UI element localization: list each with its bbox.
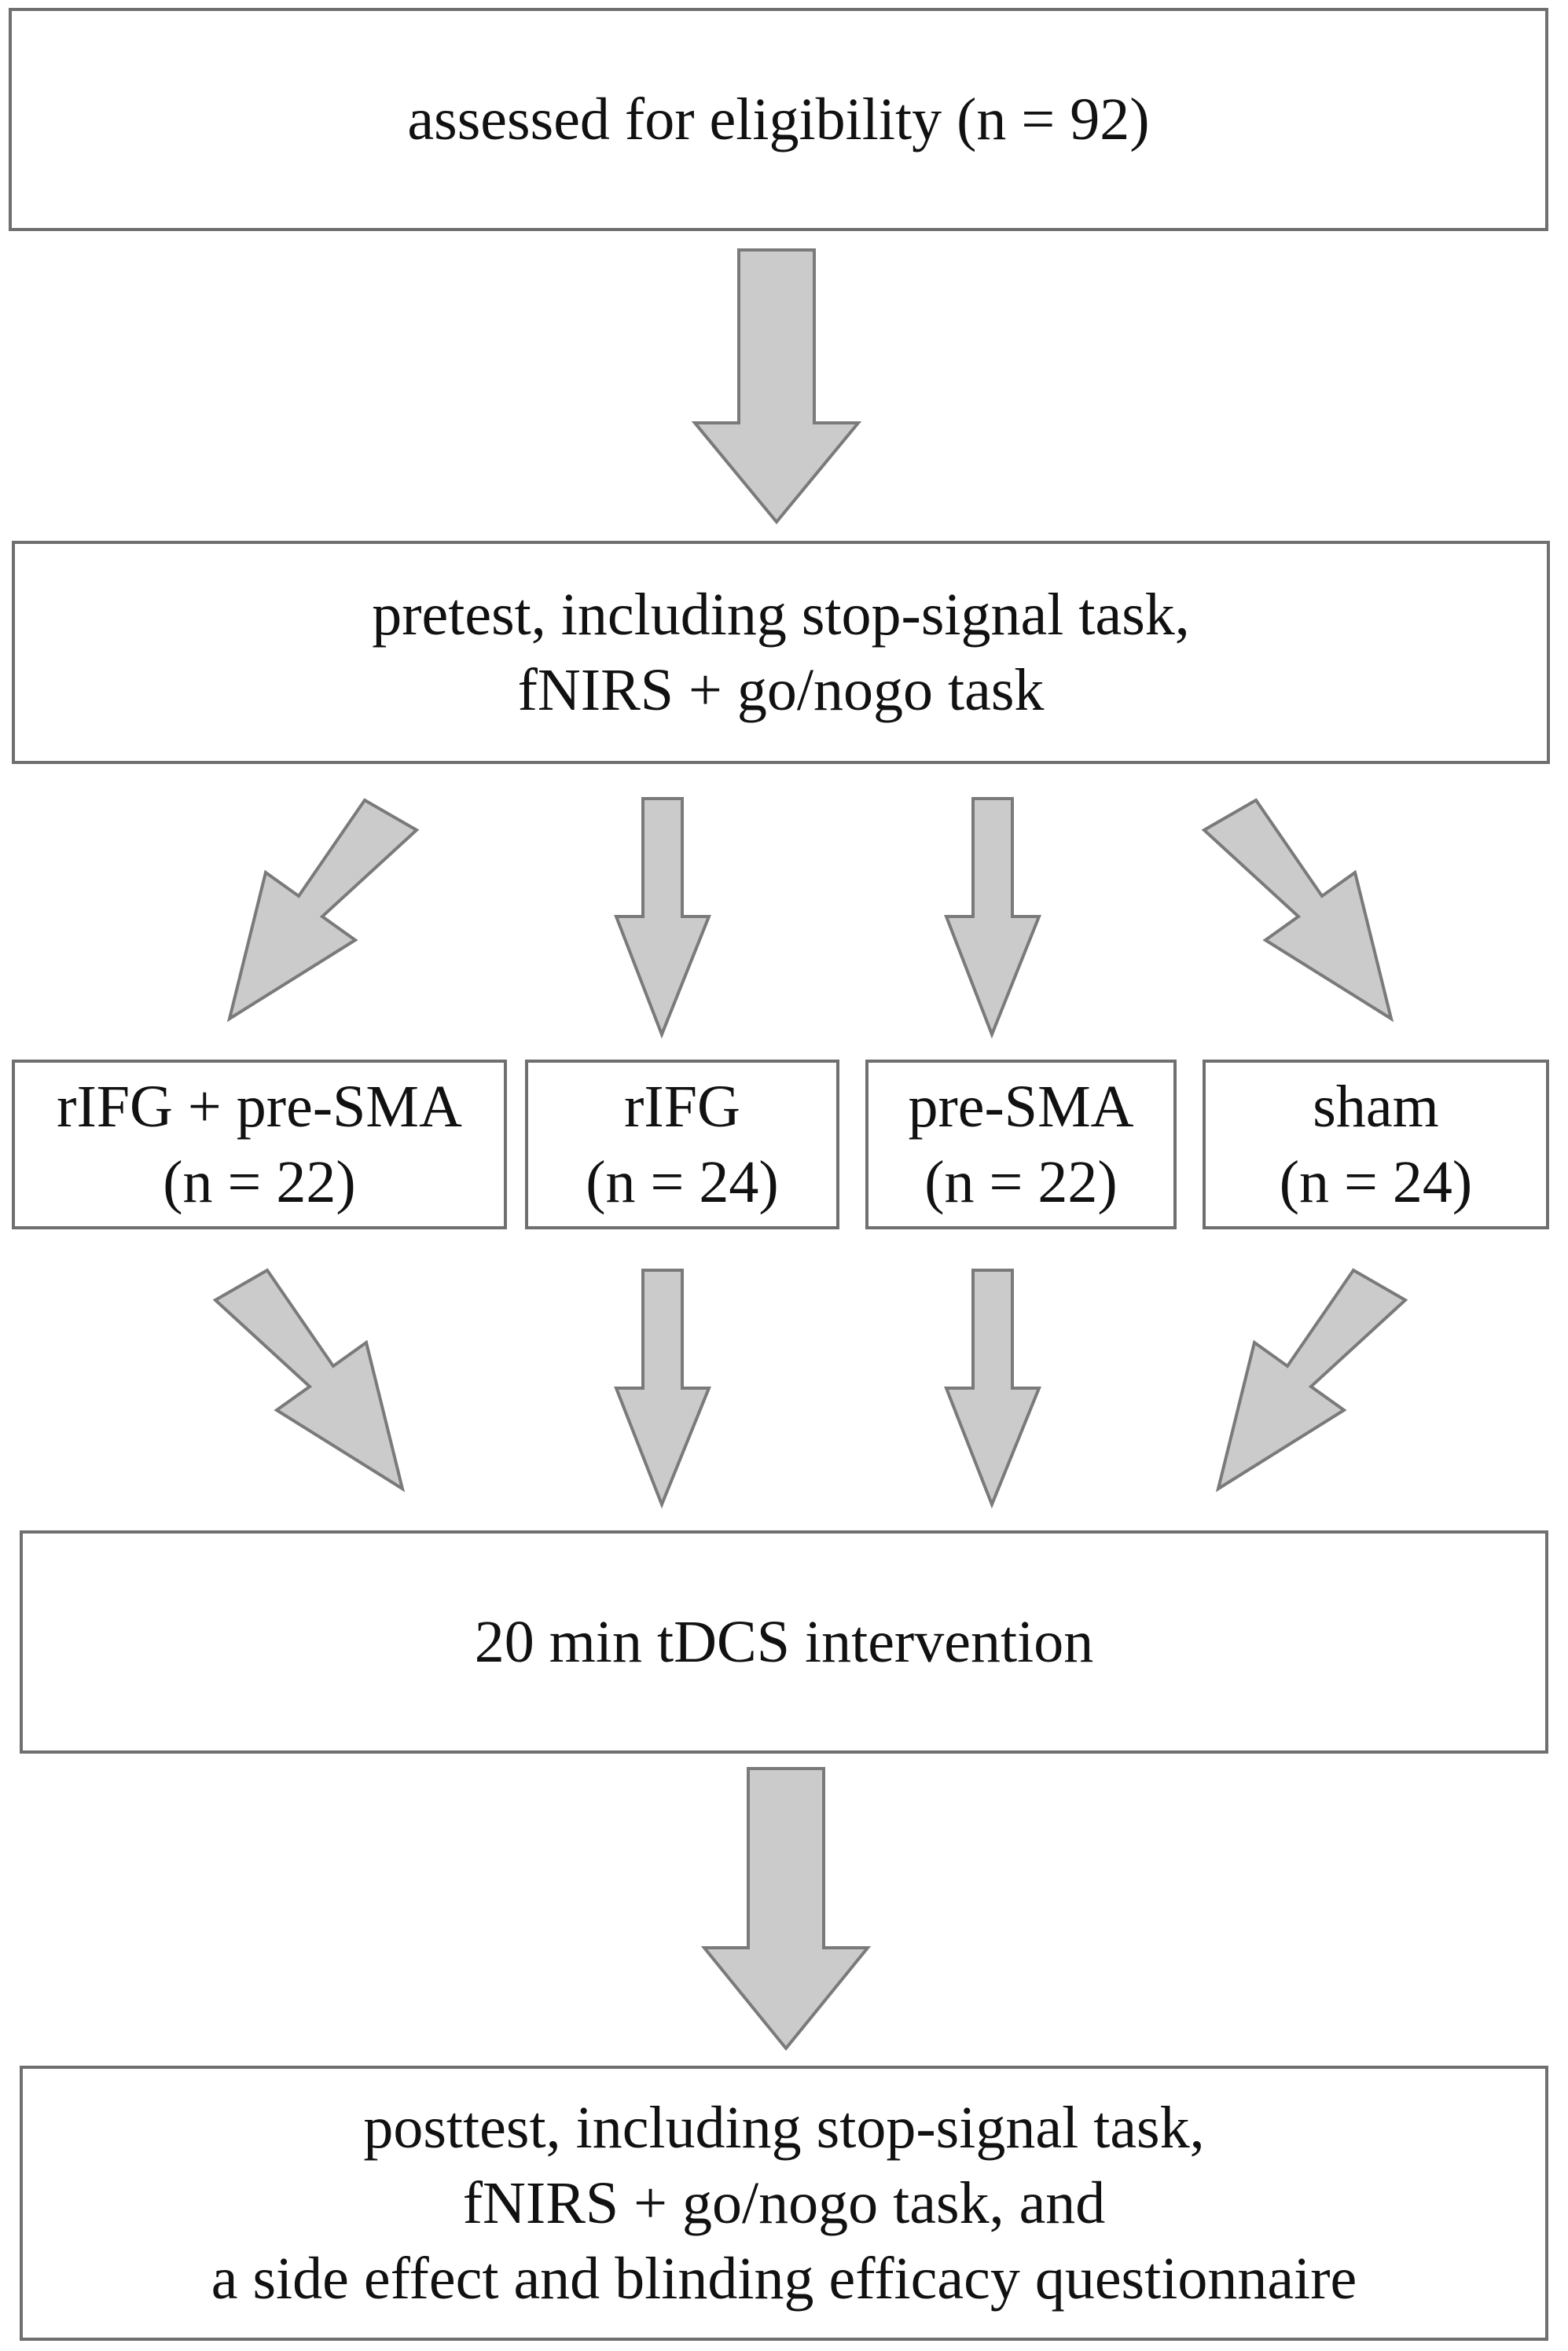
intervention-text: 20 min tDCS intervention xyxy=(474,1609,1094,1675)
arrow-eligibility-to-pretest xyxy=(691,248,862,525)
posttest-text-line-1: posttest, including stop-signal task, xyxy=(363,2095,1205,2161)
arrow-pretest-to-group-3 xyxy=(944,797,1041,1039)
arrow-pretest-to-group-1 xyxy=(226,798,420,1023)
group-count: (n = 24) xyxy=(1279,1149,1473,1215)
posttest-box: posttest, including stop-signal task, fN… xyxy=(20,2066,1548,2341)
eligibility-box: assessed for eligibility (n = 92) xyxy=(9,8,1548,231)
eligibility-text: assessed for eligibility (n = 92) xyxy=(407,86,1150,152)
group-count: (n = 22) xyxy=(924,1149,1118,1215)
group-box-sham: sham (n = 24) xyxy=(1203,1060,1549,1229)
pretest-text-line-2: fNIRS + go/nogo task xyxy=(517,657,1045,723)
arrow-pretest-to-group-2 xyxy=(614,797,711,1039)
group-name: rIFG + pre-SMA xyxy=(57,1074,462,1140)
arrow-group-3-to-intervention xyxy=(944,1269,1041,1509)
group-box-rifg-pre-sma: rIFG + pre-SMA (n = 22) xyxy=(12,1060,507,1229)
group-box-pre-sma: pre-SMA (n = 22) xyxy=(865,1060,1177,1229)
arrow-pretest-to-group-4 xyxy=(1201,798,1394,1023)
posttest-text-line-2: fNIRS + go/nogo task, and xyxy=(462,2170,1106,2236)
posttest-text-line-3: a side effect and blinding efficacy ques… xyxy=(211,2246,1357,2312)
group-name: pre-SMA xyxy=(908,1074,1134,1140)
arrow-intervention-to-posttest xyxy=(700,1767,872,2052)
pretest-text-line-1: pretest, including stop-signal task, xyxy=(372,582,1190,648)
pretest-box: pretest, including stop-signal task, fNI… xyxy=(12,541,1550,764)
intervention-box: 20 min tDCS intervention xyxy=(20,1530,1548,1754)
group-count: (n = 24) xyxy=(586,1149,779,1215)
group-box-rifg: rIFG (n = 24) xyxy=(525,1060,839,1229)
group-count: (n = 22) xyxy=(163,1149,356,1215)
group-name: rIFG xyxy=(624,1074,740,1140)
group-name: sham xyxy=(1313,1074,1439,1140)
arrow-group-1-to-intervention xyxy=(212,1268,406,1493)
arrow-group-4-to-intervention xyxy=(1215,1268,1408,1493)
arrow-group-2-to-intervention xyxy=(614,1269,711,1509)
